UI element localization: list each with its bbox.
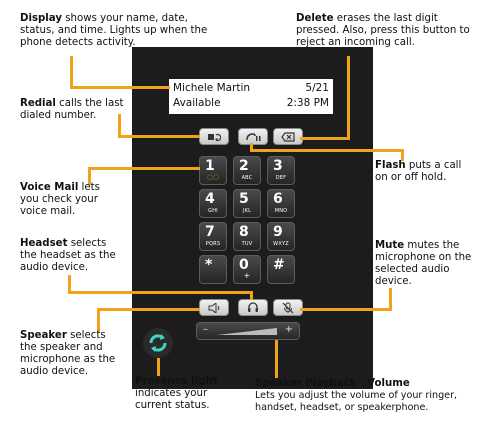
mute-mic-icon (282, 302, 294, 313)
key-1[interactable]: 1 ◌◌ (199, 156, 227, 185)
presence-light (143, 328, 173, 358)
presence-sync-icon (149, 334, 167, 352)
callout-flash: Flash puts a call on or off hold. (375, 160, 462, 183)
key-star[interactable]: * (199, 255, 227, 284)
display-status: Available (173, 97, 221, 109)
backspace-icon (281, 131, 295, 142)
headset-button[interactable] (238, 299, 268, 316)
display-name: Michele Martin (173, 82, 251, 94)
headset-icon (248, 302, 258, 312)
redial-icon (208, 133, 221, 141)
voicemail-icon: ◌◌ (206, 173, 220, 181)
flash-button[interactable] (238, 128, 268, 145)
callout-voicemail: Voice Mail lets you check your voice mai… (20, 182, 100, 217)
display-date: 5/21 (305, 82, 329, 94)
callout-delete: Delete erases the last digit pressed. Al… (296, 13, 470, 48)
volume-minus[interactable]: – (203, 324, 208, 335)
flash-hold-icon (246, 132, 261, 141)
display-time: 2:38 PM (286, 97, 329, 109)
key-hash[interactable]: # (267, 255, 295, 284)
callout-headset: Headset selects the headset as the audio… (20, 238, 116, 273)
delete-button[interactable] (273, 128, 303, 145)
callout-speaker: Speaker selects the speaker and micropho… (20, 330, 116, 377)
speaker-icon (208, 302, 220, 313)
volume-plus[interactable]: + (284, 324, 293, 335)
callout-redial: Redial calls the last dialed number. (20, 98, 124, 121)
callout-display: Display shows your name, date, status, a… (20, 13, 208, 48)
speaker-button[interactable] (199, 299, 229, 316)
key-0[interactable]: 0+ (233, 255, 261, 284)
volume-wedge-icon (217, 328, 277, 335)
mute-button[interactable] (273, 299, 303, 316)
callout-mute: Mute mutes the microphone on the selecte… (375, 240, 472, 287)
redial-button[interactable] (199, 128, 229, 145)
volume-control[interactable]: – + (196, 322, 300, 340)
phone-display: Michele Martin 5/21 Available 2:38 PM (169, 79, 333, 114)
